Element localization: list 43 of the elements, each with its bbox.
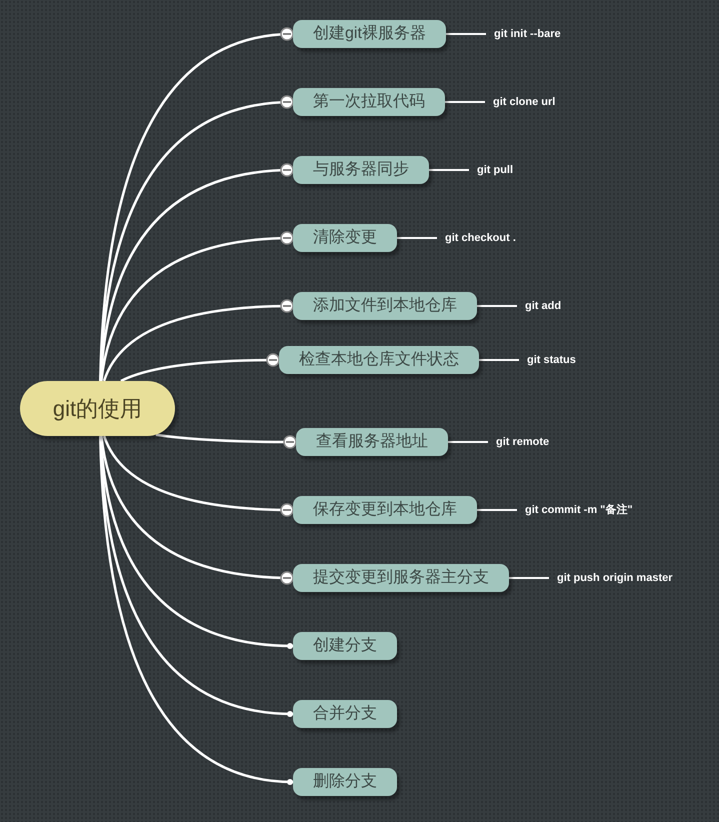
command-text: git commit -m "备注"	[517, 502, 633, 518]
subtopic-box: 与服务器同步	[293, 156, 429, 184]
branch-curve	[99, 436, 294, 717]
subtopic-box: 查看服务器地址	[296, 428, 448, 456]
branch-curve	[99, 436, 294, 785]
subtopic-box: 清除变更	[293, 224, 397, 252]
subtopic-box: 检查本地仓库文件状态	[279, 346, 479, 374]
subtopic-box: 删除分支	[293, 768, 397, 796]
subtopic-box: 添加文件到本地仓库	[293, 292, 477, 320]
branch-curve	[99, 27, 294, 381]
command-text: git init --bare	[486, 26, 561, 42]
branch-curve	[102, 299, 294, 382]
connector-line	[479, 359, 519, 361]
connector-line	[429, 169, 469, 171]
branch-curve	[120, 353, 280, 382]
central-topic: git的使用	[20, 381, 175, 436]
command-text: git status	[519, 352, 576, 368]
connector-line	[477, 305, 517, 307]
connector-line	[448, 441, 488, 443]
command-text: git add	[517, 298, 562, 314]
branch-curve	[99, 436, 294, 649]
connector-line	[445, 101, 485, 103]
branch-curve	[99, 163, 294, 382]
connector-line	[446, 33, 486, 35]
branch-curve	[102, 436, 294, 517]
connector-line	[397, 237, 437, 239]
subtopic-box: 合并分支	[293, 700, 397, 728]
command-text: git pull	[469, 162, 514, 178]
subtopic-box: 保存变更到本地仓库	[293, 496, 477, 524]
command-text: git checkout .	[437, 230, 516, 246]
branch-curve	[99, 95, 294, 382]
branch-curve	[156, 433, 297, 449]
subtopic-box: 创建分支	[293, 632, 397, 660]
connector-line	[477, 509, 517, 511]
connector-line	[509, 577, 549, 579]
command-text: git clone url	[485, 94, 556, 110]
command-text: git push origin master	[549, 570, 673, 586]
subtopic-box: 第一次拉取代码	[293, 88, 445, 116]
subtopic-box: 提交变更到服务器主分支	[293, 564, 509, 592]
branch-curve	[100, 436, 294, 585]
subtopic-box: 创建git裸服务器	[293, 20, 446, 48]
branch-curve	[100, 231, 294, 382]
command-text: git remote	[488, 434, 550, 450]
